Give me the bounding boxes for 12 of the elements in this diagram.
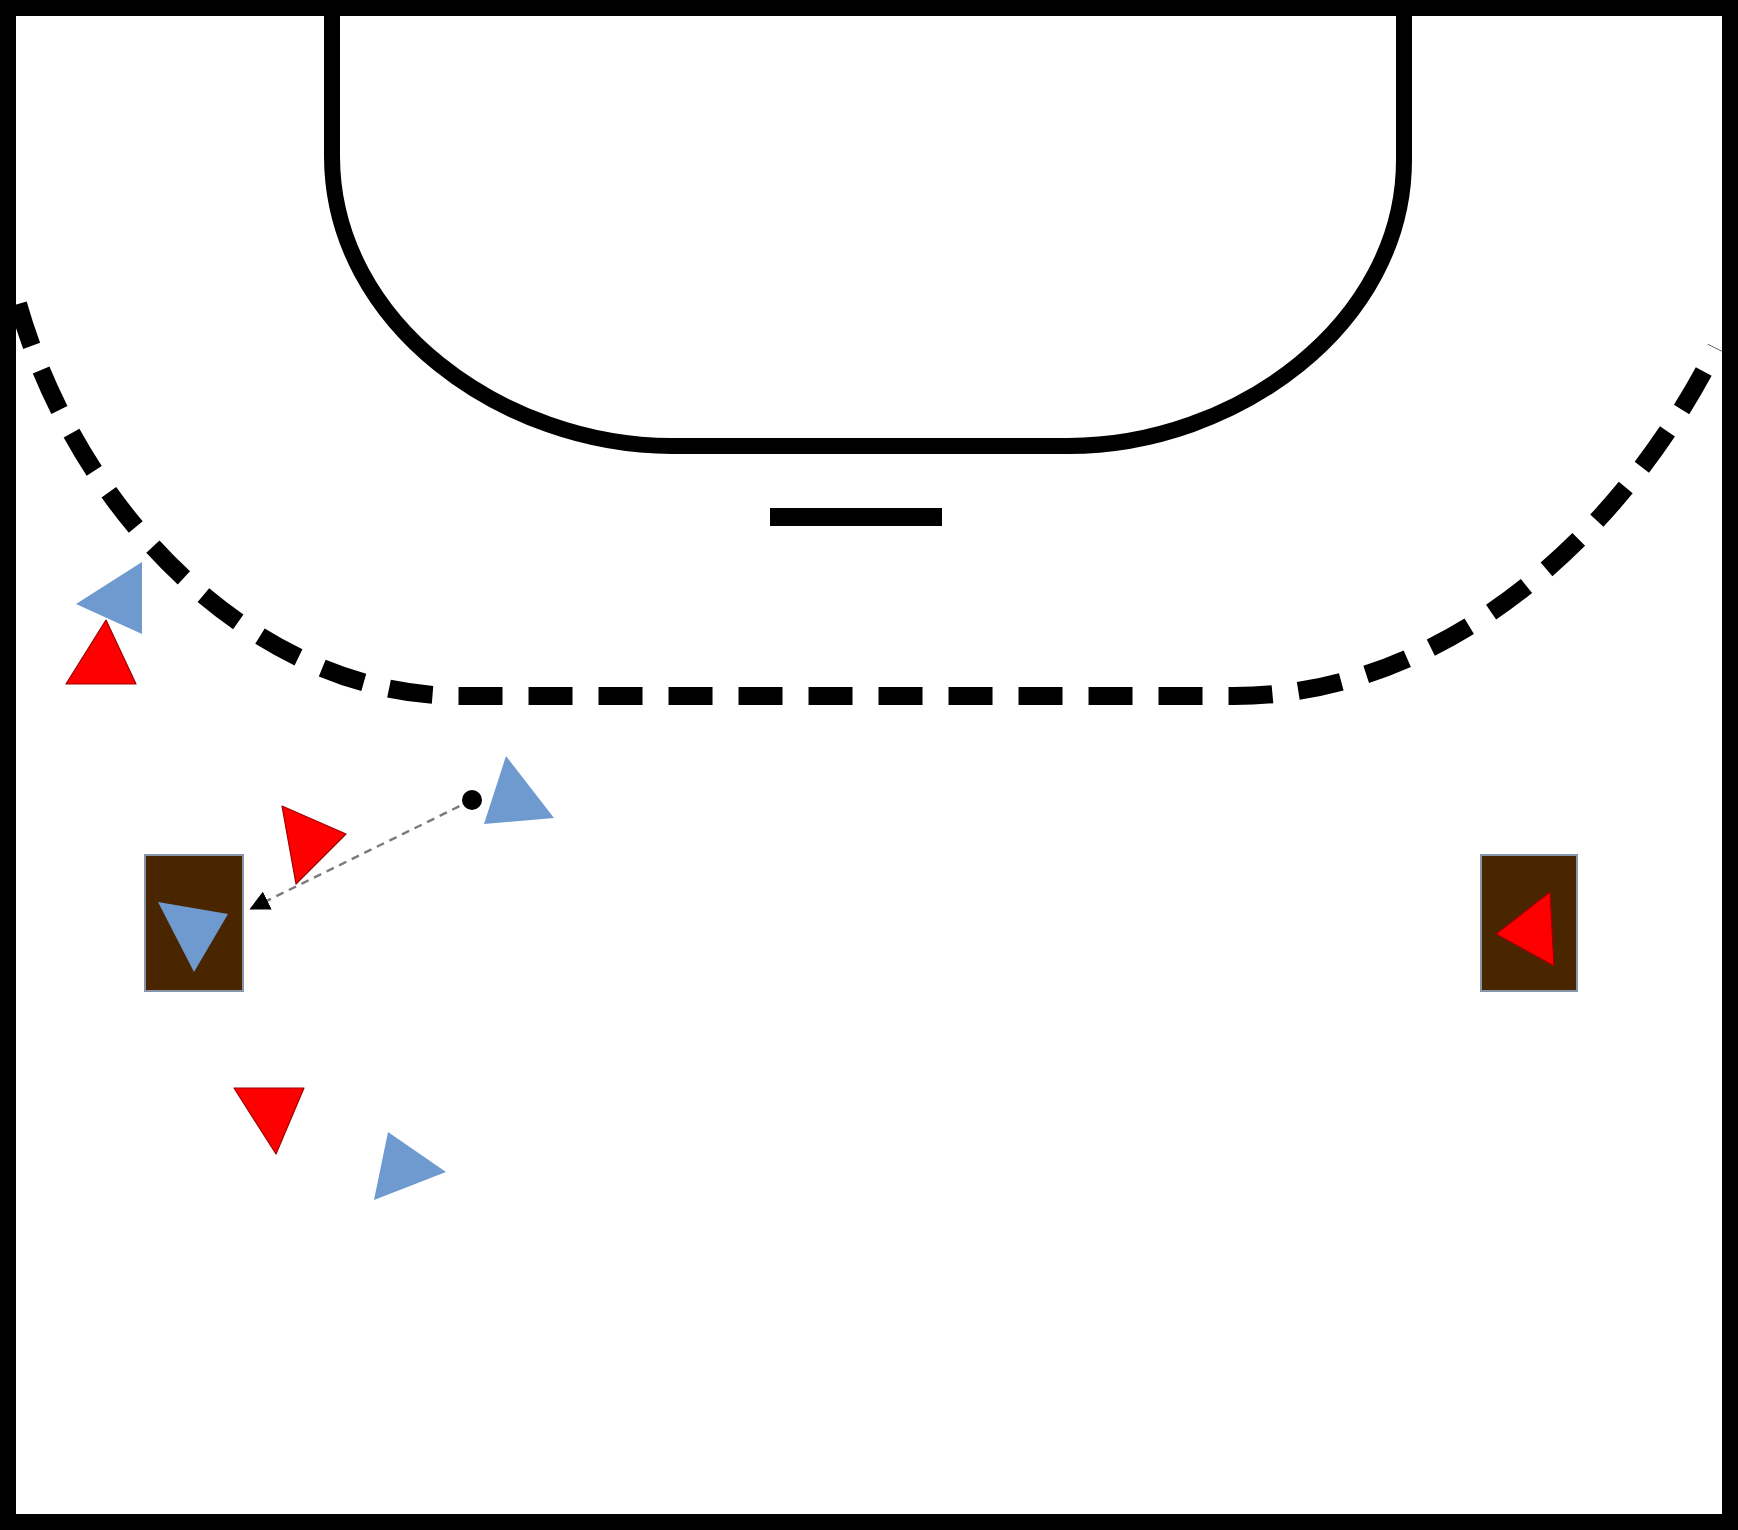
player-marker <box>234 1088 304 1154</box>
player-marker <box>374 1132 446 1200</box>
player-marker <box>76 562 142 634</box>
player-marker <box>484 756 554 824</box>
ball <box>462 790 482 810</box>
pass-arrow <box>248 805 460 911</box>
player-marker <box>282 806 346 884</box>
player-marker <box>158 902 228 972</box>
mat <box>1480 854 1578 992</box>
mat <box>144 854 244 992</box>
player-marker <box>66 620 136 684</box>
player-marker <box>1496 892 1554 966</box>
